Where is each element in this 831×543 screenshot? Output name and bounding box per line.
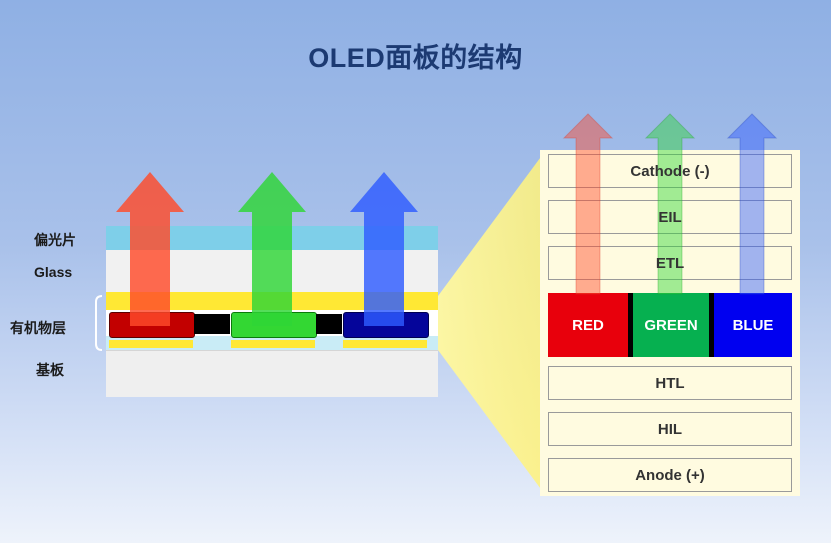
blue-emitter-label: BLUE bbox=[732, 316, 774, 334]
htl-layer: HTL bbox=[548, 366, 792, 400]
green-electrode bbox=[231, 340, 315, 348]
label-organic-layer: 有机物层 bbox=[10, 320, 66, 336]
eil-layer: EIL bbox=[548, 200, 792, 234]
zoom-funnel bbox=[438, 150, 546, 496]
hil-layer: HIL bbox=[548, 412, 792, 446]
label-substrate: 基板 bbox=[36, 362, 64, 378]
red-emitter: RED bbox=[548, 293, 628, 357]
green-emitter: GREEN bbox=[633, 293, 709, 357]
eil-label: EIL bbox=[658, 208, 682, 226]
green-emitter-label: GREEN bbox=[644, 316, 698, 334]
red-arrow bbox=[116, 172, 184, 326]
blue-emitter: BLUE bbox=[714, 293, 792, 357]
cathode-layer: Cathode (-) bbox=[548, 154, 792, 188]
organic-bracket bbox=[95, 295, 103, 351]
label-polarizer: 偏光片 bbox=[34, 232, 76, 248]
black-matrix bbox=[194, 314, 230, 334]
page-title: OLED面板的结构 bbox=[308, 43, 523, 73]
cathode-label: Cathode (-) bbox=[630, 162, 710, 180]
etl-layer: ETL bbox=[548, 246, 792, 280]
anode-label: Anode (+) bbox=[635, 466, 705, 484]
etl-label: ETL bbox=[655, 254, 685, 272]
green-arrow bbox=[238, 172, 306, 326]
blue-arrow bbox=[350, 172, 418, 326]
anode-layer: Anode (+) bbox=[548, 458, 792, 492]
substrate-layer bbox=[106, 350, 438, 397]
label-glass: Glass bbox=[34, 264, 73, 280]
blue-electrode bbox=[343, 340, 427, 348]
red-emitter-label: RED bbox=[572, 316, 604, 334]
black-matrix bbox=[316, 314, 342, 334]
htl-label: HTL bbox=[655, 374, 685, 392]
red-electrode bbox=[109, 340, 193, 348]
hil-label: HIL bbox=[657, 420, 683, 438]
